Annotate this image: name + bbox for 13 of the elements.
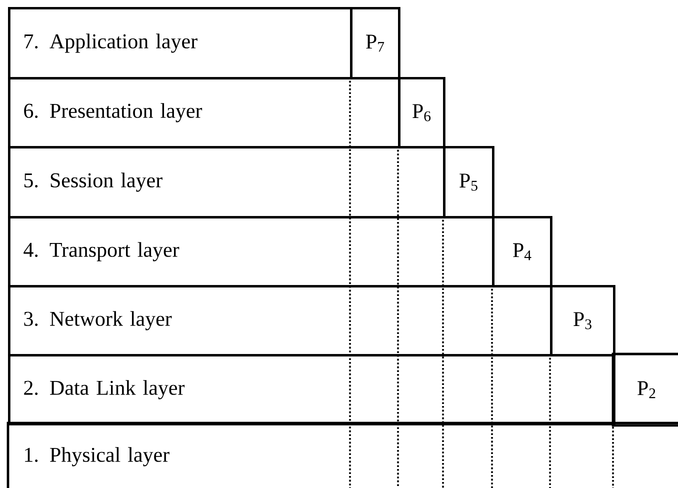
layer-box: 6. Presentation layer: [8, 77, 400, 148]
layer-box: 3. Network layer: [8, 285, 552, 356]
layer-box: 2. Data Link layer: [8, 354, 616, 426]
protocol-box: P$_{4}$: [492, 216, 552, 288]
layer-box: 1. Physical layer: [6, 422, 678, 488]
layer-box: 5. Session layer: [8, 146, 446, 218]
protocol-box: P$_{6}$: [398, 77, 446, 148]
layer-box: 7. Application layer: [8, 7, 352, 80]
protocol-box: P$_{5}$: [443, 146, 494, 218]
protocol-box: P$_{7}$: [350, 7, 400, 80]
layer-box: 4. Transport layer: [8, 216, 494, 288]
protocol-box: P$_{3}$: [550, 285, 616, 356]
protocol-box: P$_{2}$: [612, 352, 678, 427]
